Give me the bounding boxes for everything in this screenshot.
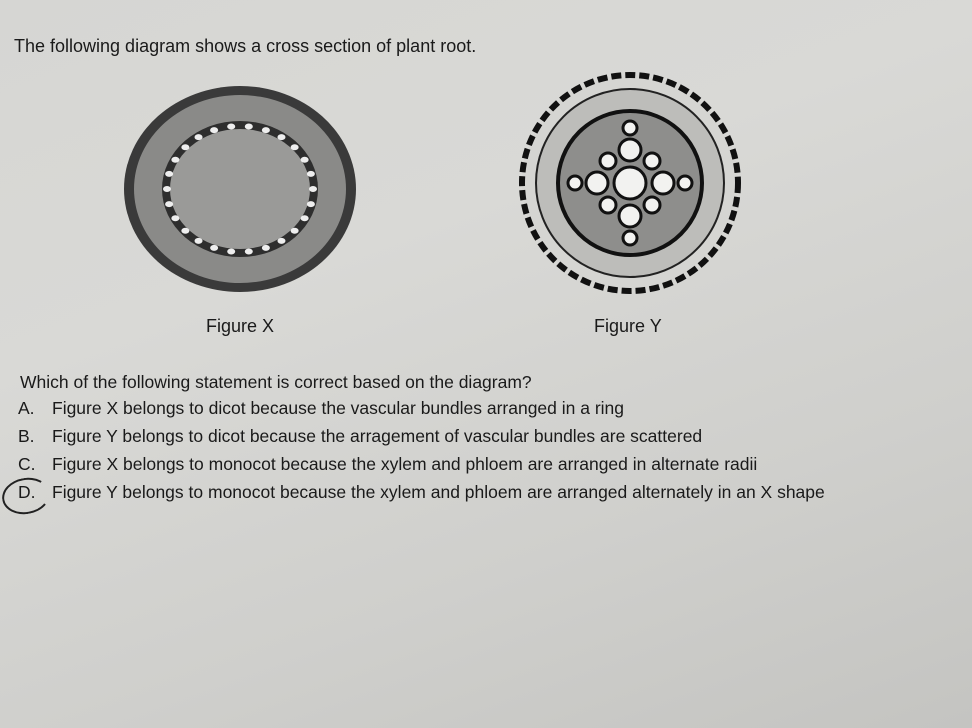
option-letter: D.: [18, 482, 36, 502]
xylem-vessel: [598, 151, 618, 171]
figure-y-diagram: [519, 72, 741, 294]
figure-x-caption: Figure X: [206, 316, 275, 336]
xylem-vessel: [676, 174, 694, 192]
vascular-bundle: [210, 127, 219, 134]
vascular-bundle: [244, 123, 253, 130]
option-letter: C.: [18, 454, 36, 474]
question-text: Which of the following statement is corr…: [20, 372, 532, 392]
xylem-vessel: [621, 229, 639, 247]
vascular-bundle: [261, 244, 270, 251]
option-text: Figure X belongs to monocot because the …: [52, 454, 758, 474]
vascular-bundle: [163, 186, 171, 192]
option-a[interactable]: A. Figure X belongs to dicot because the …: [18, 398, 624, 419]
vascular-bundle: [194, 134, 203, 141]
vascular-bundle: [210, 244, 219, 251]
option-text: Figure Y belongs to monocot because the …: [52, 482, 825, 502]
vascular-bundle: [181, 144, 190, 151]
vascular-bundle: [194, 237, 203, 244]
vascular-bundle: [306, 201, 315, 208]
xylem-vessel: [598, 195, 618, 215]
vascular-bundle: [165, 170, 174, 177]
figure-y-caption: Figure Y: [594, 316, 662, 336]
vascular-bundle: [165, 201, 174, 208]
vascular-bundle: [306, 170, 315, 177]
vascular-bundle: [290, 227, 299, 234]
vascular-bundle: [261, 127, 270, 134]
option-d[interactable]: D. Figure Y belongs to monocot because th…: [18, 482, 825, 503]
xylem-vessel: [650, 170, 676, 196]
xylem-vessel: [566, 174, 584, 192]
option-text: Figure Y belongs to dicot because the ar…: [52, 426, 703, 446]
option-c[interactable]: C. Figure X belongs to monocot because th…: [18, 454, 757, 475]
option-b[interactable]: B. Figure Y belongs to dicot because the …: [18, 426, 702, 447]
vascular-bundle: [277, 134, 286, 141]
vascular-bundle: [300, 156, 309, 163]
page-title: The following diagram shows a cross sect…: [14, 36, 477, 56]
vascular-bundle: [290, 144, 299, 151]
xylem-vessel: [642, 151, 662, 171]
xylem-vessel: [584, 170, 610, 196]
answer-circle-mark: [0, 474, 53, 518]
figure-x-diagram: [124, 86, 356, 292]
vascular-bundle: [300, 215, 309, 222]
xylem-vessel: [642, 195, 662, 215]
vascular-bundle: [171, 215, 180, 222]
option-letter: B.: [18, 426, 35, 446]
vascular-bundle: [181, 227, 190, 234]
option-text: Figure X belongs to dicot because the va…: [52, 398, 625, 418]
option-letter: A.: [18, 398, 35, 418]
vascular-bundle: [227, 248, 236, 255]
vascular-bundle: [277, 237, 286, 244]
xylem-vessel: [621, 119, 639, 137]
vascular-bundle: [227, 123, 236, 130]
vascular-bundle: [171, 156, 180, 163]
xylem-vessel: [612, 165, 648, 201]
pith: [170, 129, 310, 249]
xylem-vessel: [617, 137, 643, 163]
vascular-bundle: [309, 186, 317, 192]
vascular-bundle: [244, 248, 253, 255]
xylem-vessel: [617, 203, 643, 229]
